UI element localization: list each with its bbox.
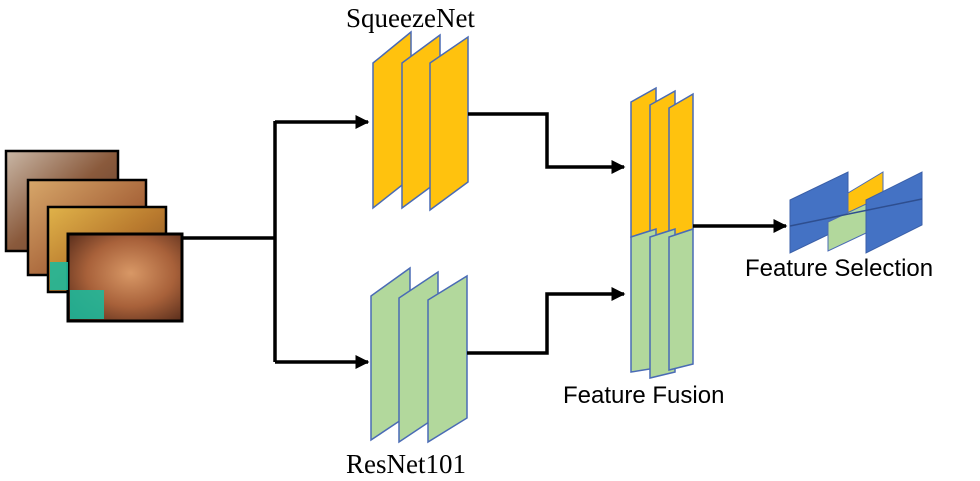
resnet-layer	[427, 274, 468, 444]
resnet-block: ResNet101	[346, 266, 468, 479]
fusion-layer-green	[668, 227, 694, 371]
segmentation-overlay	[70, 290, 104, 319]
arrow-squeezenet-to-fusion	[468, 112, 626, 174]
feature-selection-label: Feature Selection	[745, 255, 933, 282]
resnet-label: ResNet101	[346, 449, 466, 479]
squeezenet-label: SqueezeNet	[346, 3, 475, 33]
feature-fusion-label: Feature Fusion	[563, 382, 724, 409]
segmentation-overlay	[50, 262, 68, 290]
input-image-stack	[4, 149, 184, 323]
feature-fusion-block: Feature Fusion	[563, 86, 724, 409]
arrow-resnet-to-fusion	[467, 287, 626, 355]
feature-selection-block: Feature Selection	[745, 171, 933, 282]
fusion-arrows	[467, 112, 626, 355]
split-arrows	[182, 115, 370, 369]
selection-divider	[789, 198, 923, 227]
squeezenet-layer	[429, 35, 469, 212]
selection-segment-blue	[865, 171, 923, 254]
squeezenet-block: SqueezeNet	[346, 3, 475, 212]
fusion-layer-yellow	[668, 92, 694, 239]
